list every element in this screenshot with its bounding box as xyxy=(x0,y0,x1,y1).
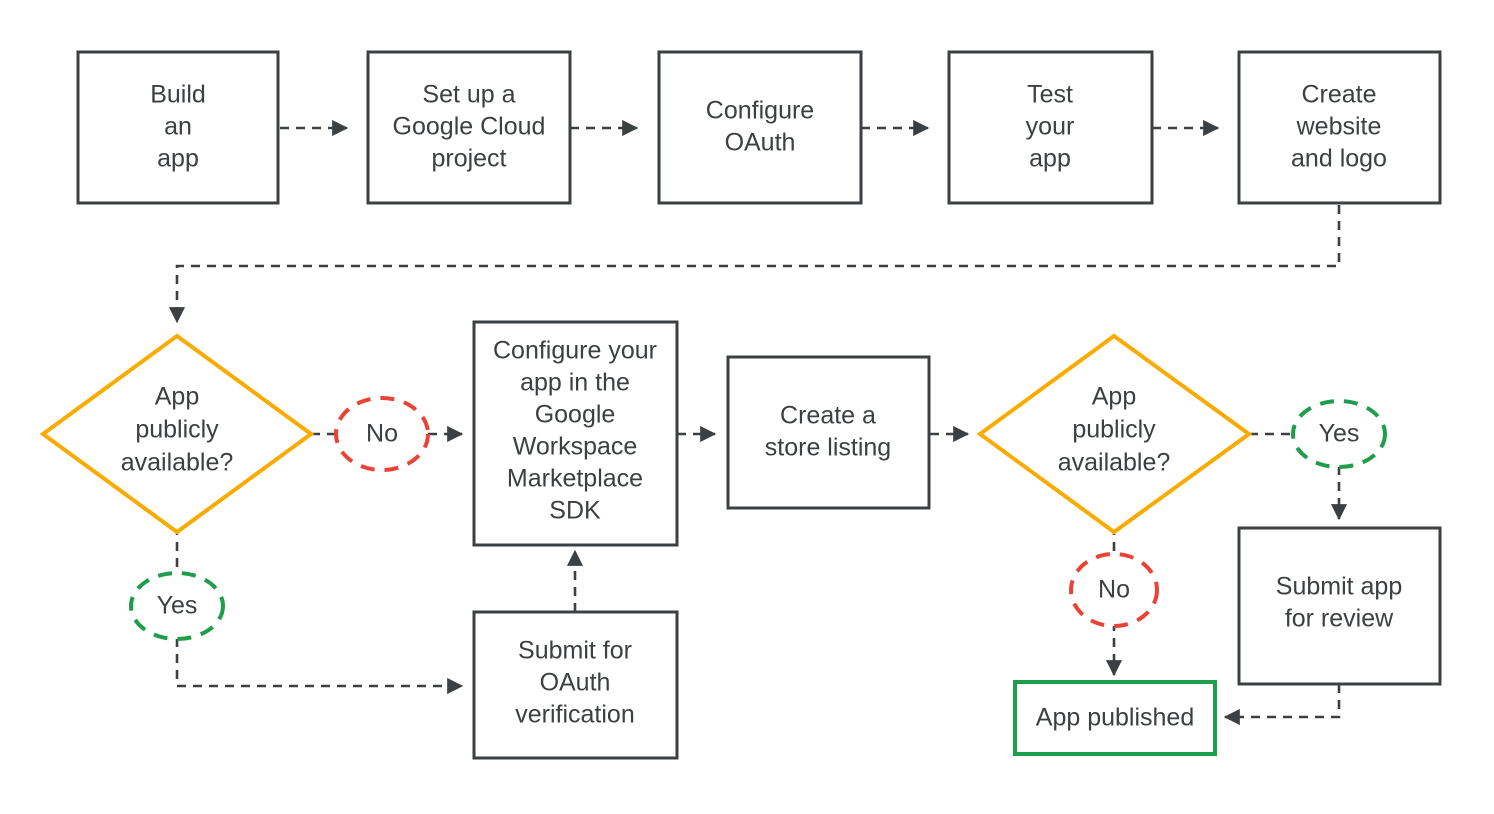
node-create-a-store-listing-line-1: store listing xyxy=(765,434,891,462)
edges-row-1 xyxy=(168,119,1341,324)
node-app-publicly-available-2[interactable]: App publicly available? xyxy=(976,333,1253,535)
node-submit-for-oauth-verification[interactable]: Submit for OAuth verification xyxy=(472,610,679,760)
node-app-publicly-available-2-line-0: App xyxy=(1092,383,1136,411)
node-test-your-app-line-2: app xyxy=(1029,145,1071,173)
node-build-an-app[interactable]: Build an app xyxy=(76,50,280,205)
node-submit-for-oauth-verification-shape[interactable] xyxy=(472,610,679,760)
node-configure-app-in-marketplace-sdk-line-4: Marketplace xyxy=(507,465,643,493)
node-configure-app-in-marketplace-sdk-line-1: app in the xyxy=(520,369,630,397)
edge-label-yes-1: Yes xyxy=(129,571,225,641)
node-set-up-google-cloud-project[interactable]: Set up a Google Cloud project xyxy=(366,50,572,205)
edge-label-yes-2: Yes xyxy=(1291,399,1387,469)
node-test-your-app-line-0: Test xyxy=(1027,81,1073,109)
edge-label-no-2-ellipse xyxy=(1069,552,1159,628)
node-create-a-store-listing[interactable]: Create a store listing xyxy=(726,355,931,510)
node-submit-app-for-review[interactable]: Submit app for review xyxy=(1237,526,1442,686)
node-submit-for-oauth-verification-line-2: verification xyxy=(515,701,635,729)
node-set-up-google-cloud-project-shape[interactable] xyxy=(366,50,572,205)
node-app-published-shape[interactable] xyxy=(1013,680,1217,756)
node-configure-oauth[interactable]: Configure OAuth xyxy=(657,50,863,205)
node-set-up-google-cloud-project-line-2: project xyxy=(431,145,506,173)
node-app-publicly-available-1-shape[interactable] xyxy=(39,333,315,535)
edge-label-yes-2-ellipse xyxy=(1291,399,1387,469)
node-submit-app-for-review-shape[interactable] xyxy=(1237,526,1442,686)
node-app-publicly-available-2-line-1: publicly xyxy=(1072,416,1156,444)
node-test-your-app-shape[interactable] xyxy=(947,50,1154,205)
node-app-published-line-0: App published xyxy=(1036,704,1194,732)
node-app-publicly-available-1[interactable]: App publicly available? xyxy=(39,333,315,535)
node-app-publicly-available-2-shape[interactable] xyxy=(976,333,1253,535)
node-app-published[interactable]: App published xyxy=(1013,680,1217,756)
edge-label-yes-1-text: Yes xyxy=(157,592,198,620)
node-configure-app-in-marketplace-sdk-line-5: SDK xyxy=(549,497,601,525)
edge-label-no-2: No xyxy=(1069,552,1159,628)
node-build-an-app-line-0: Build xyxy=(150,81,206,109)
node-configure-oauth-line-1: OAuth xyxy=(725,129,796,157)
edge-submit-review-to-app-published xyxy=(1223,684,1341,726)
node-app-publicly-available-1-line-1: publicly xyxy=(135,416,219,444)
node-submit-app-for-review-line-0: Submit app xyxy=(1276,573,1402,601)
edge-label-yes-1-ellipse xyxy=(129,571,225,641)
node-app-publicly-available-1-line-0: App xyxy=(155,383,199,411)
node-test-your-app-line-1: your xyxy=(1026,113,1075,141)
node-build-an-app-line-1: an xyxy=(164,113,192,141)
node-submit-for-oauth-verification-line-0: Submit for xyxy=(518,637,632,665)
node-submit-for-oauth-verification-line-1: OAuth xyxy=(540,669,611,697)
node-submit-app-for-review-line-1: for review xyxy=(1285,605,1394,633)
node-set-up-google-cloud-project-line-0: Set up a xyxy=(422,81,515,109)
node-build-an-app-shape[interactable] xyxy=(76,50,280,205)
edge-label-no-1-ellipse xyxy=(334,396,430,472)
node-configure-app-in-marketplace-sdk[interactable]: Configure your app in the Google Workspa… xyxy=(472,320,679,547)
node-set-up-google-cloud-project-line-1: Google Cloud xyxy=(393,113,546,141)
node-create-website-and-logo[interactable]: Create website and logo xyxy=(1237,50,1442,205)
edge-label-no-1-text: No xyxy=(366,420,398,448)
node-create-website-and-logo-line-1: website xyxy=(1296,113,1382,141)
edge-label-no-1: No xyxy=(334,396,430,472)
edge-label-yes-2-text: Yes xyxy=(1319,420,1360,448)
node-create-a-store-listing-shape[interactable] xyxy=(726,355,931,510)
node-configure-app-in-marketplace-sdk-line-2: Google xyxy=(535,401,616,429)
node-configure-app-in-marketplace-sdk-line-0: Configure your xyxy=(493,337,657,365)
edge-yes-badge-to-submit-oauth xyxy=(175,638,464,695)
node-create-website-and-logo-line-2: and logo xyxy=(1291,145,1387,173)
edges-lower xyxy=(175,425,1348,726)
node-create-website-and-logo-line-0: Create xyxy=(1301,81,1376,109)
edge-create-website-to-decision-1 xyxy=(168,205,1341,324)
node-app-publicly-available-2-line-2: available? xyxy=(1058,449,1171,477)
node-create-a-store-listing-line-0: Create a xyxy=(780,402,876,430)
node-app-publicly-available-1-line-2: available? xyxy=(121,449,234,477)
edge-label-no-2-text: No xyxy=(1098,576,1130,604)
node-build-an-app-line-2: app xyxy=(157,145,199,173)
node-configure-oauth-line-0: Configure xyxy=(706,97,814,125)
node-configure-app-in-marketplace-sdk-shape[interactable] xyxy=(472,320,679,547)
node-configure-app-in-marketplace-sdk-line-3: Workspace xyxy=(513,433,638,461)
node-create-website-and-logo-shape[interactable] xyxy=(1237,50,1442,205)
node-test-your-app[interactable]: Test your app xyxy=(947,50,1154,205)
node-configure-oauth-shape[interactable] xyxy=(657,50,863,205)
